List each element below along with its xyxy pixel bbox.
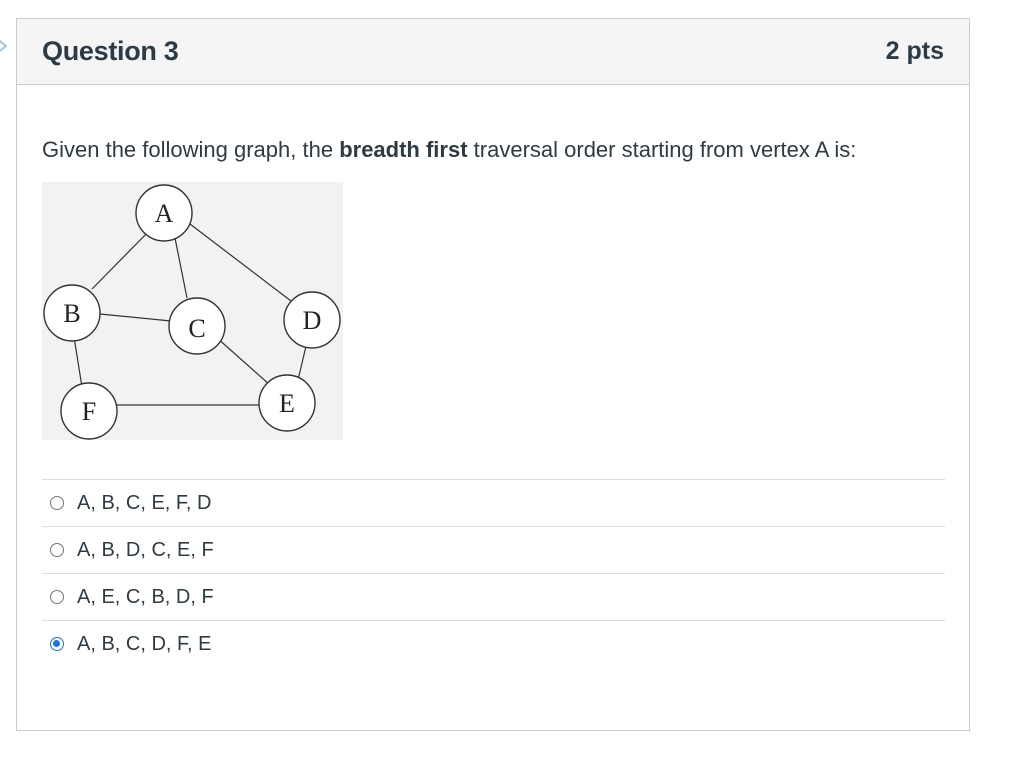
question-body: Given the following graph, the breadth f… [17,132,969,667]
radio-button-selected[interactable] [50,637,64,651]
vertex-d-label: D [303,306,322,335]
question-card: Question 3 2 pts Given the following gra… [16,18,970,731]
vertex-e-label: E [279,389,295,418]
answer-list: A, B, C, E, F, D A, B, D, C, E, F A, E, … [42,479,945,667]
graph-image: A B C D E F [42,182,343,440]
radio-button[interactable] [50,496,64,510]
edge-a-c [174,237,188,299]
question-header: Question 3 2 pts [17,19,969,85]
prompt-text-bold: breadth first [339,137,468,162]
vertex-a-label: A [155,199,174,228]
question-points: 2 pts [885,37,944,65]
vertex-f-node [60,382,118,440]
answer-option-1[interactable]: A, B, C, E, F, D [42,479,945,526]
prompt-text-before: Given the following graph, the [42,137,340,162]
answer-option-3[interactable]: A, E, C, B, D, F [42,573,945,620]
answer-option-2[interactable]: A, B, D, C, E, F [42,526,945,573]
vertex-e-node [258,374,316,432]
edge-d-e [297,341,308,381]
vertex-d-node [283,291,341,349]
vertex-b-label: B [63,299,80,328]
question-title: Question 3 [42,36,179,66]
vertex-b-node [43,284,101,342]
vertex-c-label: C [188,314,205,343]
answer-label: A, E, C, B, D, F [77,585,214,608]
edge-c-e [215,336,271,386]
vertex-c-node [168,297,226,355]
edge-a-b [91,227,153,290]
vertex-a-node [135,184,193,242]
edge-b-f [73,336,83,388]
graph-diagram: A B C D E F [43,184,341,440]
vertex-f-label: F [82,397,96,426]
edge-a-d [189,223,292,302]
prompt-text-after: traversal order starting from vertex A i… [467,137,857,162]
answer-option-4[interactable]: A, B, C, D, F, E [42,620,945,667]
radio-button[interactable] [50,543,64,557]
question-prompt: Given the following graph, the breadth f… [42,132,942,168]
answer-label: A, B, C, E, F, D [77,491,212,514]
answer-label: A, B, C, D, F, E [77,632,212,655]
chevron-right-icon[interactable] [0,36,10,56]
radio-button[interactable] [50,590,64,604]
edge-b-c [99,313,172,322]
answer-label: A, B, D, C, E, F [77,538,214,561]
